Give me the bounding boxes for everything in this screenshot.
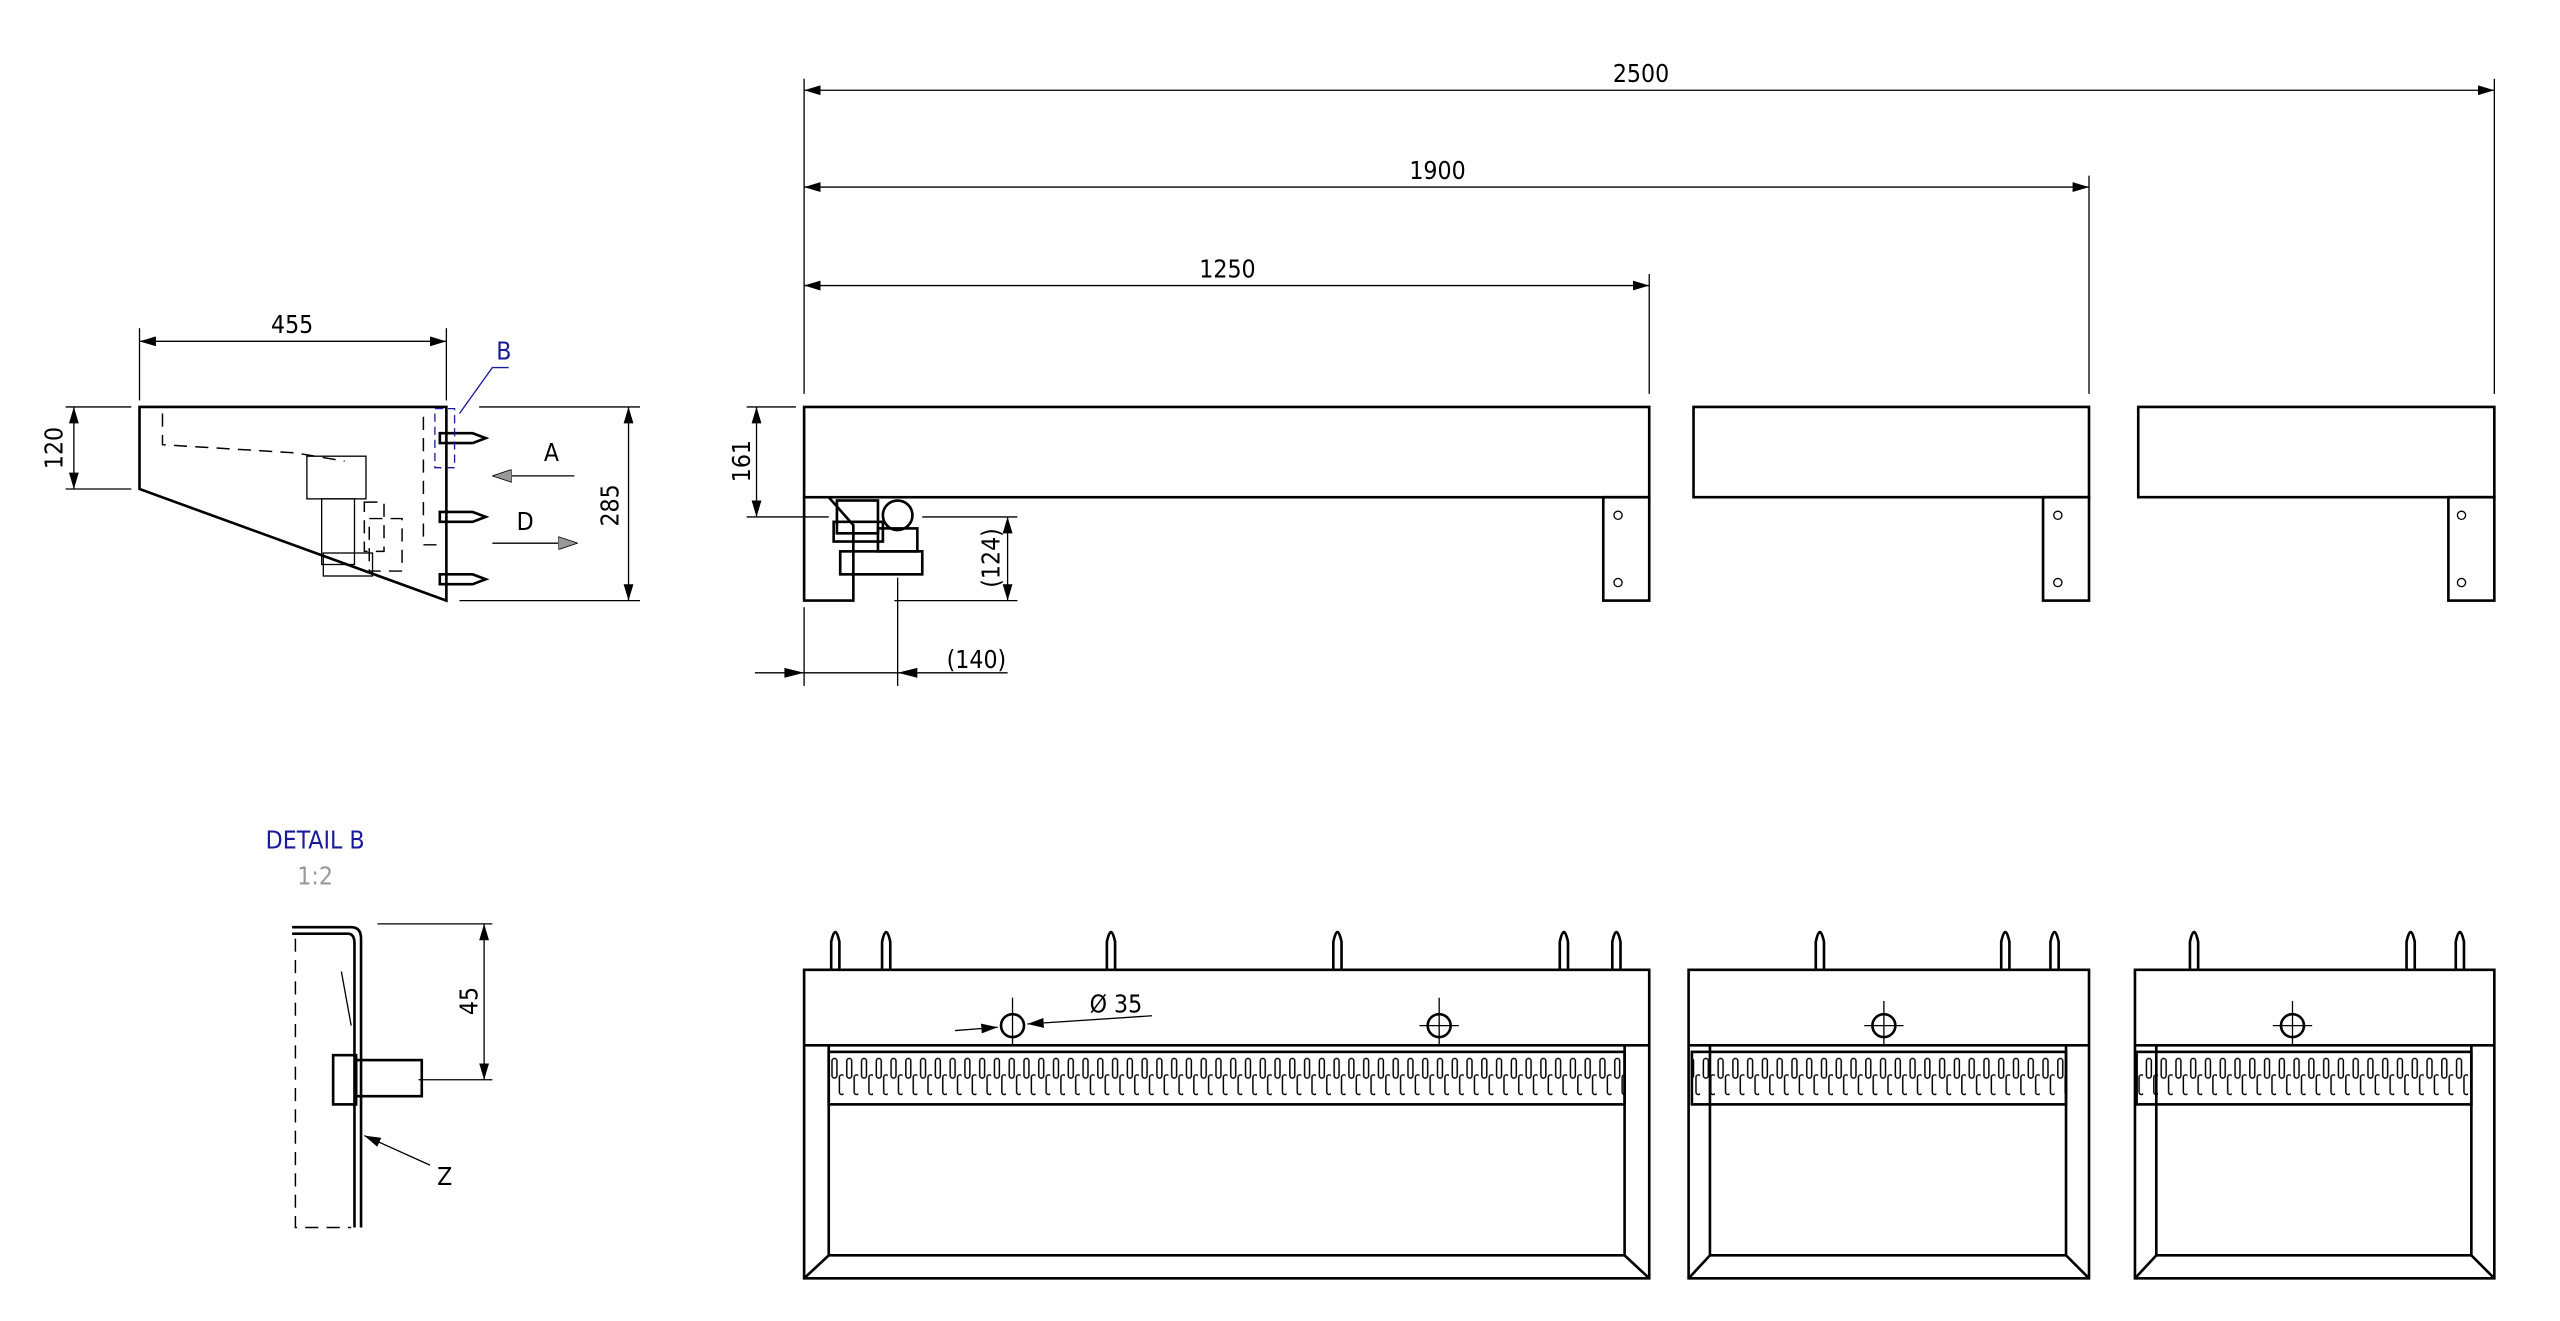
segment-650 bbox=[1687, 968, 2091, 1280]
part-z-label: Z bbox=[437, 1162, 452, 1191]
dim-124: (124) bbox=[976, 528, 1005, 588]
detail-b-reference: B bbox=[496, 336, 511, 365]
dim-45: 45 bbox=[455, 987, 484, 1015]
dim-140: (140) bbox=[947, 645, 1007, 674]
dim-1900: 1900 bbox=[1409, 156, 1465, 185]
bolt-icon bbox=[1999, 930, 2011, 970]
wall-bolt bbox=[438, 431, 490, 586]
dim-120: 120 bbox=[39, 427, 68, 469]
bolt-icon bbox=[1558, 930, 1570, 970]
view-a: Ø 35 bbox=[802, 930, 2496, 1280]
dim-285: 285 bbox=[596, 484, 625, 526]
bolt-icon bbox=[2454, 930, 2466, 970]
dim-1250: 1250 bbox=[1199, 254, 1255, 283]
view-a-label: A bbox=[544, 438, 559, 467]
view-d-label: D bbox=[517, 507, 534, 536]
bolt-icon bbox=[1610, 930, 1622, 970]
detail-title: DETAIL B bbox=[266, 825, 365, 854]
overall-dimensions: 2500 1900 1250 bbox=[803, 59, 2495, 394]
dim-161: 161 bbox=[727, 440, 756, 482]
bolt-icon bbox=[1105, 930, 1117, 970]
dim-2500: 2500 bbox=[1613, 59, 1669, 88]
front-view: 161 (124) (140) bbox=[727, 405, 2496, 686]
bolt-icon bbox=[1814, 930, 1826, 970]
hole-diameter: Ø 35 bbox=[1090, 989, 1143, 1018]
side-view: 120 455 285 B A D bbox=[39, 310, 641, 603]
bolt-icon bbox=[1332, 930, 1343, 970]
segment-600 bbox=[2133, 968, 2496, 1280]
segment-1250: Ø 35 bbox=[802, 968, 1651, 1280]
bolt-icon bbox=[829, 930, 841, 970]
bolt-icon bbox=[2405, 930, 2417, 970]
bolt-icon bbox=[2049, 930, 2060, 970]
drain-fitting bbox=[832, 499, 924, 576]
detail-scale: 1:2 bbox=[297, 861, 333, 890]
bolt-icon bbox=[2188, 930, 2200, 970]
wall-bolts bbox=[829, 930, 2466, 970]
bolt-icon bbox=[880, 930, 892, 970]
dim-455: 455 bbox=[271, 310, 313, 339]
detail-b: DETAIL B 1:2 45 Z bbox=[266, 825, 493, 1229]
